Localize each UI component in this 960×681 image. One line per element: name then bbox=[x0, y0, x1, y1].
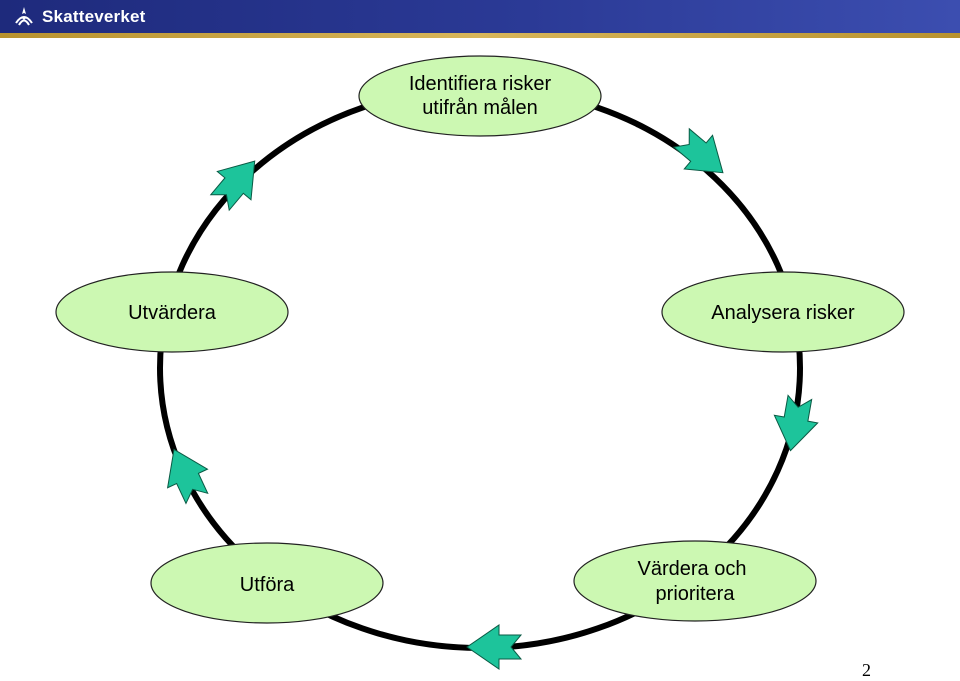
skatteverket-emblem-icon bbox=[15, 7, 33, 26]
node-analysera-risker: Analysera risker bbox=[661, 271, 905, 353]
node-label-line: Analysera risker bbox=[711, 302, 855, 324]
logo-text: Skatteverket bbox=[42, 7, 146, 26]
node-label-line: Utvärdera bbox=[128, 302, 217, 324]
arrow-icon bbox=[672, 127, 724, 174]
node-label-line: utifrån målen bbox=[422, 97, 538, 119]
arrow-icon bbox=[773, 394, 819, 452]
logo: Skatteverket bbox=[12, 4, 146, 30]
node-identifiera-risker: Identifiera risker utifrån målen bbox=[358, 55, 602, 137]
header-bar bbox=[0, 0, 960, 33]
node-label-line: prioritera bbox=[656, 583, 736, 605]
arrow-icon bbox=[166, 448, 209, 505]
node-utfora: Utföra bbox=[150, 542, 384, 624]
node-vardera-och-prioritera: Värdera och prioritera bbox=[573, 540, 817, 622]
header-accent-stripe bbox=[0, 33, 960, 38]
node-label-line: Identifiera risker bbox=[409, 73, 552, 95]
node-label-line: Värdera och bbox=[638, 558, 747, 580]
node-label-line: Utföra bbox=[240, 574, 295, 596]
node-utvardera: Utvärdera bbox=[55, 271, 289, 353]
page-number: 2 bbox=[862, 660, 871, 680]
arrow-icon bbox=[209, 160, 256, 212]
arrow-icon bbox=[466, 624, 523, 670]
